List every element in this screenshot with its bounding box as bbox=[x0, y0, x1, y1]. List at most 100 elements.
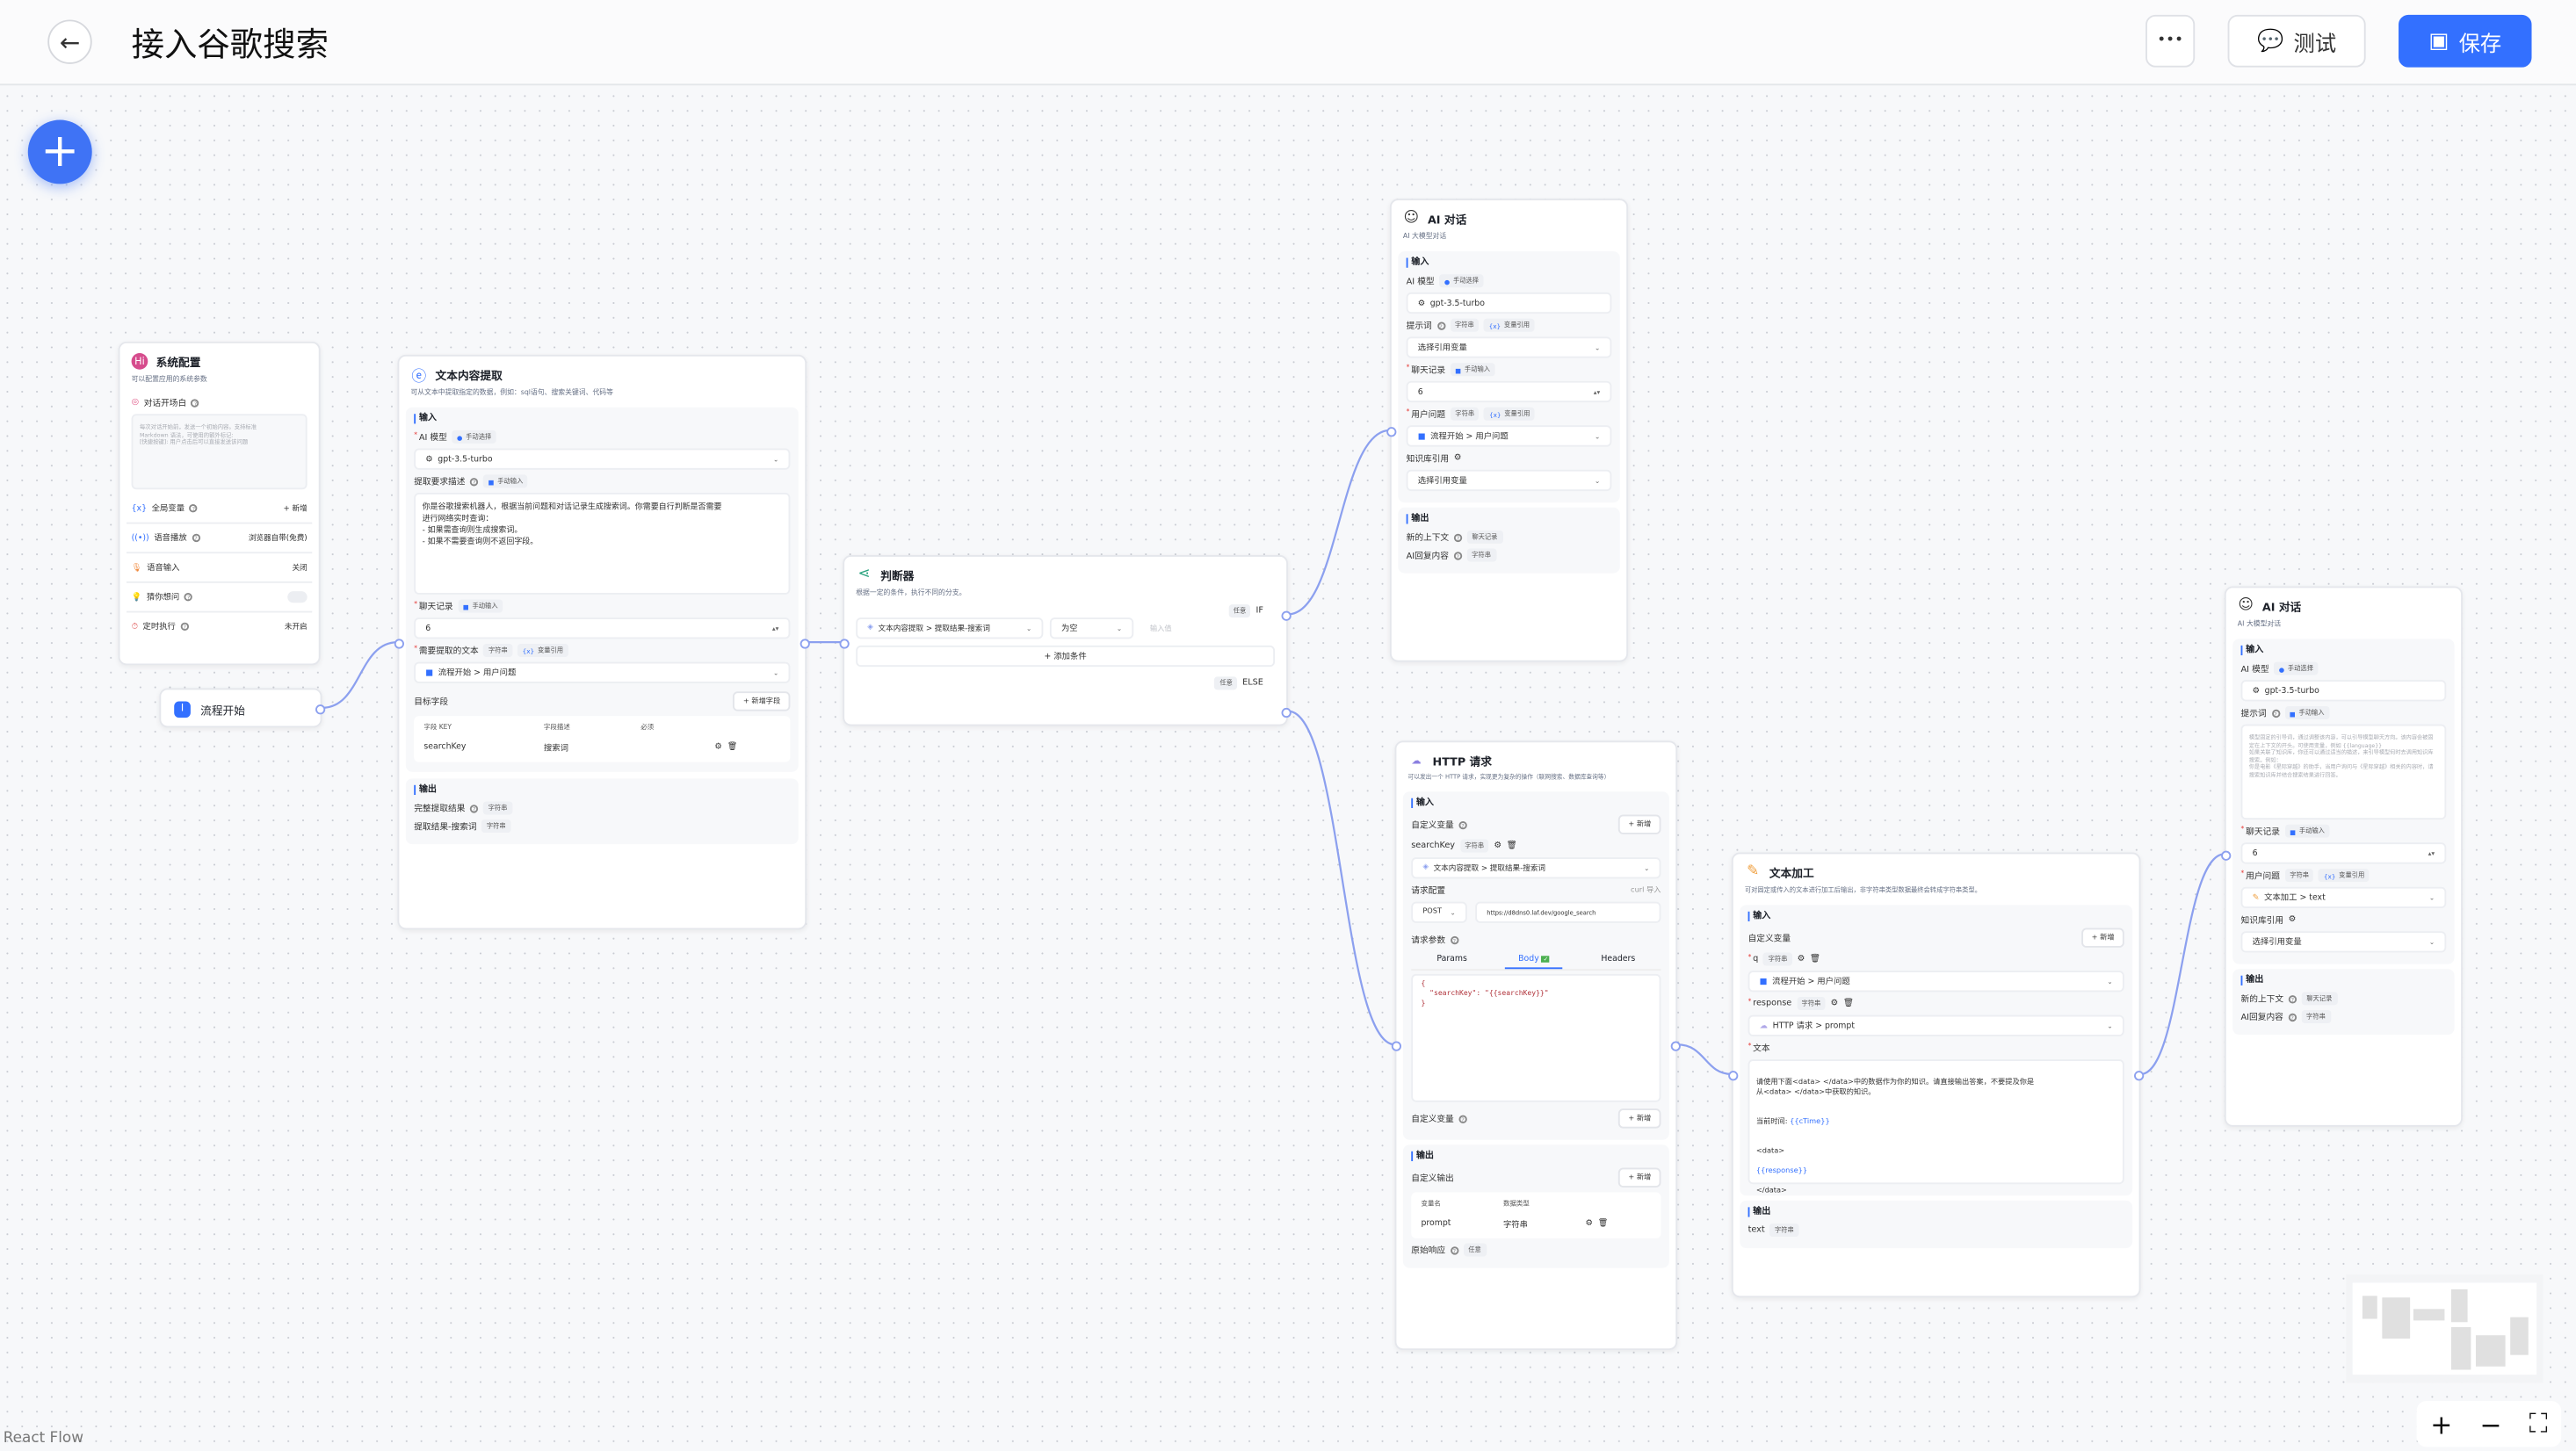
tab-headers[interactable]: Headers bbox=[1601, 954, 1636, 964]
trash-icon[interactable]: 🗑 bbox=[1506, 841, 1517, 851]
node-ai-chat-2[interactable]: ☺AI 对话 AI 大模型对话 输入 AI 模型●手动选择 ⚙gpt-3.5-t… bbox=[2221, 586, 2463, 1127]
input-handle[interactable] bbox=[394, 639, 404, 649]
add-global-var-button[interactable]: + 新增 bbox=[283, 504, 308, 514]
trash-icon[interactable]: 🗑 bbox=[727, 742, 738, 753]
more-button[interactable]: ••• bbox=[2145, 14, 2196, 68]
output-handle[interactable] bbox=[315, 704, 326, 715]
voice-input-select[interactable]: 关闭 bbox=[292, 564, 308, 573]
gear-icon[interactable]: ⚙ bbox=[714, 742, 722, 753]
welcome-textarea[interactable]: 每次对话开始前，发送一个初始内容。支持标准 Markdown 语法，可使用的额外… bbox=[131, 414, 308, 490]
model-select[interactable]: ⚙gpt-3.5-turbo bbox=[1406, 292, 1612, 314]
gear-icon[interactable]: ⚙ bbox=[1494, 841, 1502, 851]
add-var-button[interactable]: + 新增 bbox=[2081, 928, 2124, 948]
condition-value-input[interactable]: 输入值 bbox=[1149, 624, 1172, 633]
minimap-node bbox=[2362, 1296, 2377, 1319]
history-number-input[interactable]: 6▴▾ bbox=[1406, 380, 1612, 403]
edge-text-edit-to-ai-chat bbox=[2140, 853, 2225, 1076]
prompt-textarea[interactable]: 模型固定的引导词，通过调整该内容，可以引导模型聊天方向。该内容会被固定在上下文的… bbox=[2240, 724, 2447, 820]
extract-description-textarea[interactable]: 你是谷歌搜索机器人，根据当前问题和对话记录生成搜索词。你需要自行判断是否需要 进… bbox=[414, 492, 791, 595]
tts-select[interactable]: 浏览器自带(免费) bbox=[248, 534, 308, 544]
gear-icon[interactable]: ⚙ bbox=[1585, 1218, 1593, 1229]
edge-else-to-http bbox=[1287, 710, 1395, 1046]
help-icon: ? bbox=[470, 477, 479, 486]
trash-icon[interactable]: 🗑 bbox=[1809, 954, 1821, 964]
condition-variable-select[interactable]: ◈文本内容提取 > 提取结果-搜索词⌄ bbox=[856, 617, 1044, 639]
test-button[interactable]: 💬测试 bbox=[2227, 14, 2366, 68]
add-node-button[interactable]: + bbox=[27, 119, 92, 184]
minimap[interactable] bbox=[2346, 1274, 2543, 1383]
prompt-select[interactable]: 选择引用变量⌄ bbox=[1406, 336, 1612, 358]
tab-body[interactable]: Body ✓ bbox=[1505, 951, 1564, 970]
add-field-button[interactable]: + 新增字段 bbox=[733, 691, 791, 711]
manual-select-tag: ●手动选择 bbox=[452, 430, 496, 444]
history-number-input[interactable]: 6▴▾ bbox=[414, 617, 791, 639]
gear-icon[interactable]: ⚙ bbox=[1797, 954, 1805, 964]
method-select[interactable]: POST⌄ bbox=[1411, 901, 1467, 923]
kb-select[interactable]: 选择引用变量⌄ bbox=[2240, 931, 2447, 953]
stepper-icon[interactable]: ▴▾ bbox=[771, 624, 779, 632]
url-input[interactable]: https://d8dns0.laf.dev/google_search bbox=[1475, 901, 1661, 923]
manual-input-tag: ■手动输入 bbox=[458, 599, 503, 613]
input-handle[interactable] bbox=[839, 639, 850, 649]
node-ai-chat-1[interactable]: ☺AI 对话 AI 大模型对话 输入 AI 模型●手动选择 ⚙gpt-3.5-t… bbox=[1386, 199, 1629, 662]
kb-select[interactable]: 选择引用变量⌄ bbox=[1406, 469, 1612, 492]
if-handle[interactable] bbox=[1281, 610, 1292, 621]
openai-icon: ⚙ bbox=[425, 454, 433, 465]
node-desc: 根据一定的条件，执行不同的分支。 bbox=[856, 588, 966, 596]
node-flow-start[interactable]: I 流程开始 bbox=[159, 688, 326, 728]
add-condition-button[interactable]: + 添加条件 bbox=[856, 645, 1276, 668]
q-ref-select[interactable]: ■流程开始 > 用户问题⌄ bbox=[1747, 971, 2124, 993]
zoom-out-button[interactable]: − bbox=[2479, 1408, 2502, 1440]
output-handle[interactable] bbox=[2134, 1071, 2145, 1081]
output-handle[interactable] bbox=[800, 639, 810, 649]
body-editor[interactable]: { "searchKey": "{{searchKey}}" } bbox=[1411, 973, 1661, 1102]
node-desc: 可对固定或传入的文本进行加工后输出，非字符串类型数据最终会转成字符串类型。 bbox=[1744, 884, 1982, 894]
gear-icon[interactable]: ⚙ bbox=[1830, 998, 1839, 1009]
condition-operator-select[interactable]: 为空⌄ bbox=[1049, 617, 1134, 639]
else-handle[interactable] bbox=[1281, 707, 1292, 718]
add-output-button[interactable]: + 新增 bbox=[1618, 1167, 1661, 1188]
input-handle[interactable] bbox=[1386, 427, 1397, 437]
text-ref-select[interactable]: ■流程开始 > 用户问题⌄ bbox=[414, 661, 791, 683]
question-select[interactable]: ■流程开始 > 用户问题⌄ bbox=[1406, 425, 1612, 447]
fit-view-button[interactable]: ⛶ bbox=[2529, 1407, 2548, 1440]
input-handle[interactable] bbox=[1391, 1041, 1402, 1051]
output-handle[interactable] bbox=[1670, 1041, 1681, 1051]
curl-import-button[interactable]: curl 导入 bbox=[1631, 886, 1661, 896]
input-handle[interactable] bbox=[2221, 850, 2232, 861]
top-header: ← 接入谷歌搜索 ••• 💬测试 ▣保存 bbox=[0, 0, 2576, 86]
node-text-edit[interactable]: ✎文本加工 可对固定或传入的文本进行加工后输出，非字符串类型数据最终会转成字符串… bbox=[1728, 852, 2145, 1298]
input-handle[interactable] bbox=[1728, 1071, 1739, 1081]
trash-icon[interactable]: 🗑 bbox=[1842, 998, 1855, 1009]
var-ref-select[interactable]: ◈文本内容提取 > 提取结果-搜索词⌄ bbox=[1411, 857, 1661, 879]
trash-icon[interactable]: 🗑 bbox=[1597, 1218, 1609, 1229]
save-button[interactable]: ▣保存 bbox=[2399, 14, 2532, 68]
history-number-input[interactable]: 6▴▾ bbox=[2240, 842, 2447, 864]
back-button[interactable]: ← bbox=[47, 19, 92, 64]
gear-icon[interactable]: ⚙ bbox=[1453, 453, 1462, 464]
schedule-select[interactable]: 未开启 bbox=[284, 623, 308, 632]
add-var-button[interactable]: + 新增 bbox=[1618, 1108, 1661, 1129]
help-icon: ? bbox=[180, 622, 189, 632]
response-ref-select[interactable]: ☁HTTP 请求 > prompt⌄ bbox=[1747, 1014, 2124, 1036]
gear-icon[interactable]: ⚙ bbox=[2288, 914, 2297, 925]
schedule-label: 定时执行 bbox=[142, 622, 176, 632]
node-http-request[interactable]: ☁HTTP 请求 可以发出一个 HTTP 请求，实现更为复杂的操作（联网搜索、数… bbox=[1391, 740, 1681, 1351]
question-select[interactable]: ✎文本加工 > text⌄ bbox=[2240, 886, 2447, 909]
model-select[interactable]: ⚙gpt-3.5-turbo bbox=[2240, 680, 2447, 702]
model-select[interactable]: ⚙gpt-3.5-turbo⌄ bbox=[414, 448, 791, 470]
zoom-in-button[interactable]: + bbox=[2430, 1408, 2453, 1440]
node-desc: 可以配置应用的系统参数 bbox=[131, 374, 207, 383]
node-title: AI 对话 bbox=[1427, 213, 1467, 227]
guess-toggle[interactable] bbox=[287, 591, 308, 603]
react-flow-attribution[interactable]: React Flow bbox=[3, 1430, 83, 1447]
chevron-down-icon: ⌄ bbox=[773, 668, 779, 677]
add-var-button[interactable]: + 新增 bbox=[1618, 814, 1661, 834]
node-title: 流程开始 bbox=[200, 704, 245, 718]
text-template-editor[interactable]: 请使用下面<data> </data>中的数据作为你的知识。请直接输出答案，不要… bbox=[1747, 1059, 2124, 1195]
tab-params[interactable]: Params bbox=[1436, 954, 1467, 964]
